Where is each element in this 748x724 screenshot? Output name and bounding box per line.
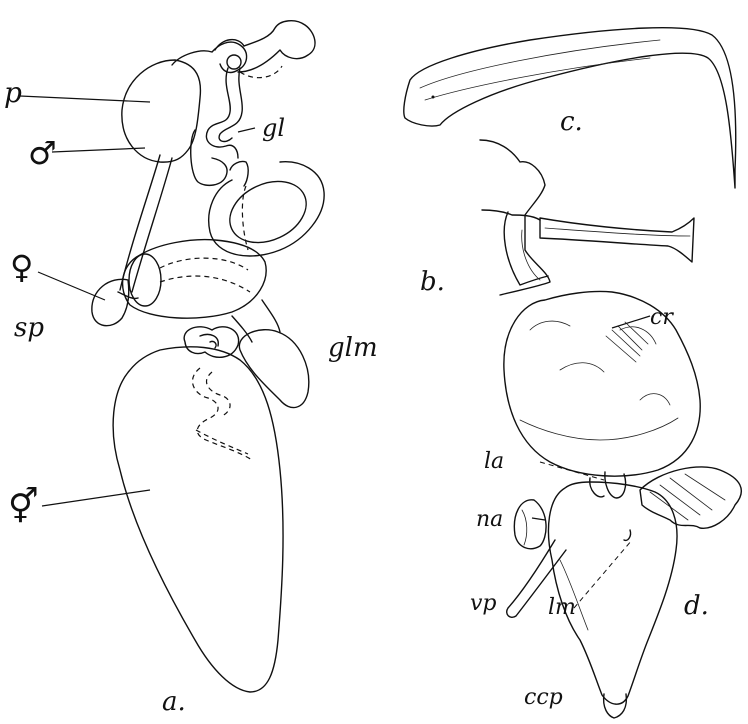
organ-na bbox=[514, 500, 546, 549]
figure-d-body bbox=[504, 291, 741, 718]
hermaphrodite-gland bbox=[113, 347, 283, 692]
label-female: ♀ bbox=[10, 248, 33, 286]
label-vp: vp bbox=[470, 591, 497, 616]
label-a: a. bbox=[162, 687, 186, 717]
label-la: la bbox=[484, 449, 504, 474]
figure-a bbox=[92, 21, 324, 692]
label-b: b. bbox=[420, 267, 445, 297]
labels: p ♂ gl ♀ sp glm ⚥ a. c. b. cr la na vp l… bbox=[4, 76, 709, 717]
label-cr: cr bbox=[650, 305, 674, 330]
label-p: p bbox=[4, 76, 22, 109]
label-c: c. bbox=[560, 107, 583, 137]
label-na: na bbox=[476, 507, 503, 532]
label-d: d. bbox=[684, 591, 709, 621]
label-hermaphrodite: ⚥ bbox=[8, 486, 39, 527]
trunk bbox=[548, 482, 677, 704]
duct-gl bbox=[206, 68, 238, 158]
frill-appendage bbox=[640, 467, 741, 528]
label-male: ♂ bbox=[28, 134, 57, 172]
figure-b-jaw bbox=[480, 140, 694, 295]
label-lm: lm bbox=[548, 595, 576, 620]
duct-top bbox=[172, 42, 247, 72]
label-glm: glm bbox=[328, 333, 378, 363]
label-gl: gl bbox=[262, 114, 285, 142]
label-ccp: ccp bbox=[524, 685, 563, 710]
label-sp: sp bbox=[14, 313, 44, 343]
organ-p bbox=[122, 60, 201, 162]
